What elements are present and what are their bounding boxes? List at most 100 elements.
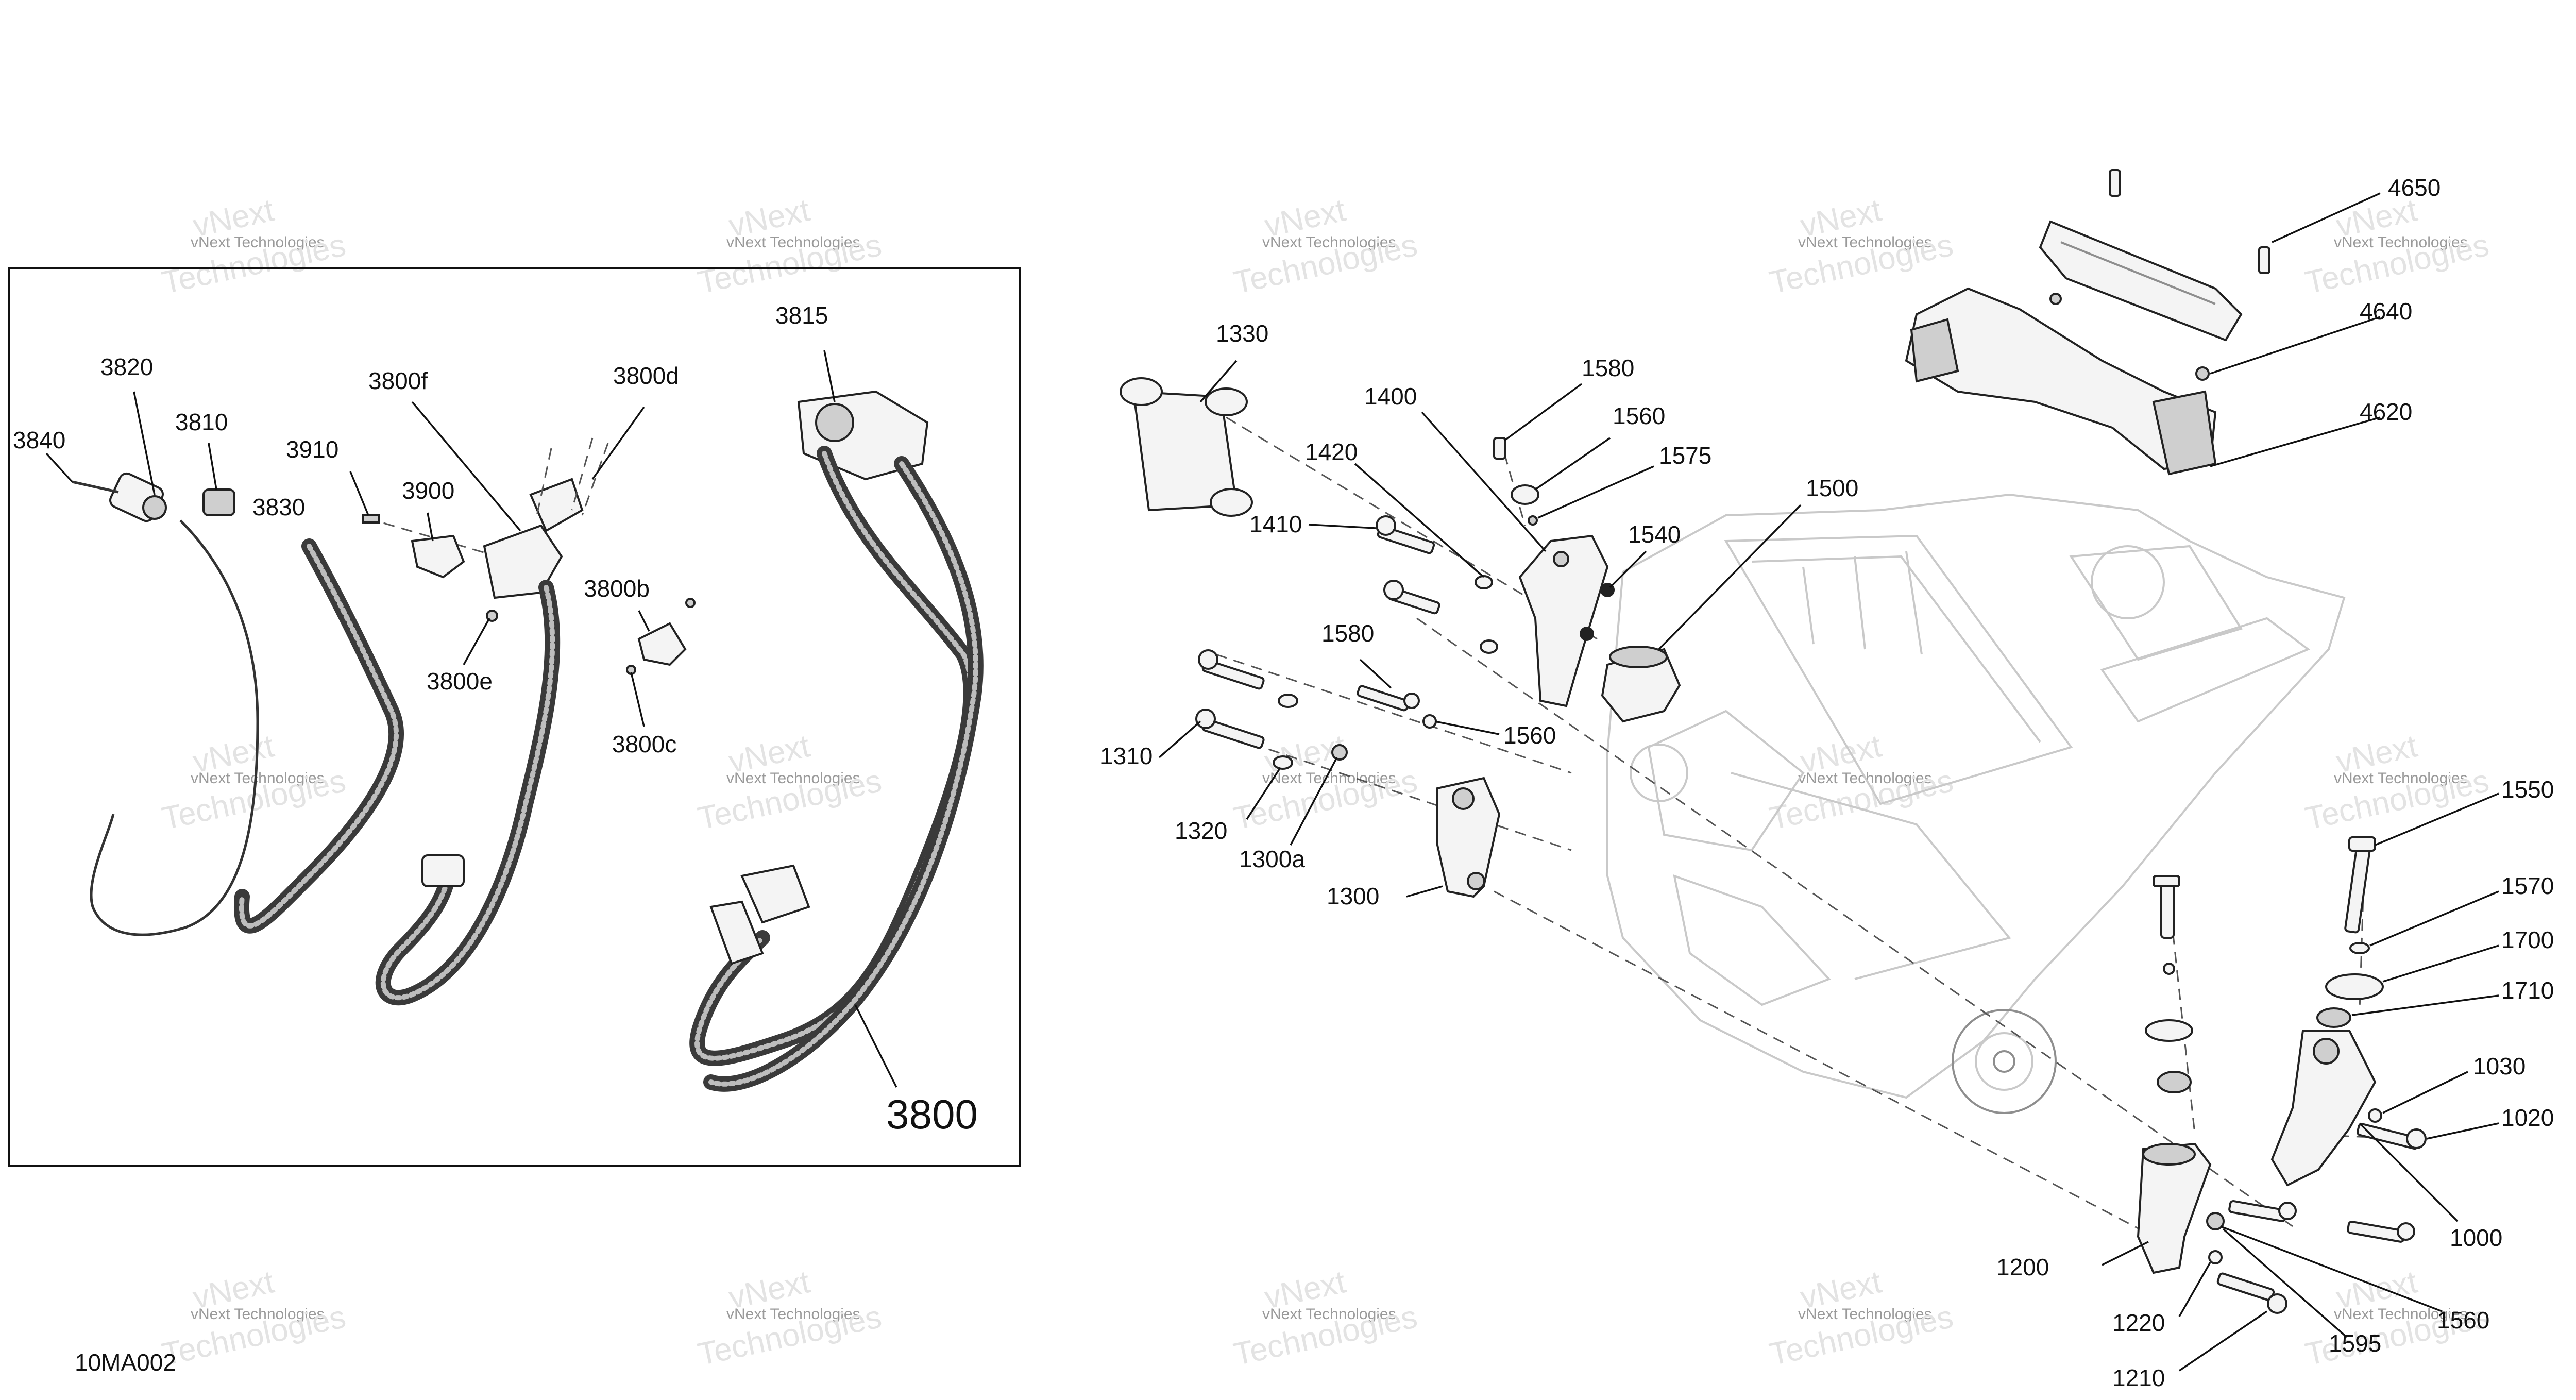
clutch-housing [1952, 1009, 2057, 1114]
callout-1200: 1200 [1996, 1254, 2049, 1280]
watermark-4: vNext vNext Technologies Technologies [1767, 192, 1956, 300]
leader-3800e [463, 618, 490, 665]
turbo-housing [2069, 545, 2243, 661]
callout-3815: 3815 [775, 302, 828, 329]
leader-1580a [1503, 383, 1583, 442]
callout-1540: 1540 [1628, 521, 1681, 548]
bolt-1580-top [1493, 437, 1506, 460]
callout-3800: 3800 [886, 1091, 978, 1137]
bracket-body [2137, 1142, 2212, 1274]
watermark-text: vNext Technologies [726, 1306, 860, 1323]
ecm-4620 [1905, 287, 2217, 476]
harness-plug [740, 864, 810, 924]
bolt-head [362, 514, 380, 524]
leader-1020 [2426, 1122, 2499, 1140]
bolt-1210 [2216, 1272, 2287, 1314]
watermark-6: vNext vNext Technologies Technologies [159, 728, 349, 836]
leader-3900 [427, 512, 434, 542]
sensor-tab [72, 480, 119, 494]
vertical-stack [2145, 875, 2193, 1093]
bolt-head [2267, 1293, 2287, 1314]
watermark-layer: vNext vNext Technologies Technologies vN… [159, 192, 2492, 1372]
connector-plug [421, 854, 465, 887]
cover-body [2039, 220, 2243, 342]
leader-1000 [2359, 1122, 2459, 1222]
connector-3810 [202, 488, 235, 516]
isolator-body [1601, 648, 1681, 723]
leader-3800c [630, 672, 645, 727]
leader-1500 [1658, 504, 1802, 650]
leader-1540 [1609, 550, 1647, 588]
clip-body [411, 534, 465, 579]
bracket-bushing [1467, 872, 1485, 890]
crankcase-front [1673, 874, 1831, 1006]
spacer-1300a [1331, 744, 1348, 761]
leader-1220 [2178, 1262, 2211, 1317]
leader-1200 [2102, 1241, 2149, 1266]
bracket-hole [1553, 551, 1569, 567]
leader-3810 [208, 443, 217, 490]
leader-3820 [133, 391, 156, 495]
callout-1500: 1500 [1806, 475, 1858, 501]
washer-1320 [1273, 755, 1293, 770]
axis-1310 [1215, 731, 1572, 851]
leader-1580b [1359, 659, 1392, 689]
watermark-text: vNext Technologies [726, 234, 860, 251]
watermark-13: vNext vNext Technologies Technologies [1231, 1264, 1420, 1372]
callout-1410: 1410 [1249, 511, 1302, 537]
nut-1540b [1580, 627, 1594, 641]
washer-1560-mid [1422, 714, 1437, 729]
leader-1320 [1246, 767, 1281, 820]
leader-1560c [2220, 1225, 2443, 1312]
harness-hose-b-ribs [708, 461, 978, 1087]
output-shaft [1993, 1050, 2015, 1073]
bolt-shank [2347, 1220, 2406, 1243]
leader-3815 [823, 350, 836, 402]
washer-1560-top [1511, 484, 1539, 505]
axis-1200 [1494, 890, 2164, 1243]
stack-bolt-head [2153, 875, 2180, 887]
leader-1570 [2369, 890, 2499, 947]
leader-1310 [1158, 720, 1201, 758]
washer-1570 [2349, 942, 2370, 954]
callout-1570: 1570 [2501, 872, 2554, 899]
stud-axis [571, 437, 594, 511]
leader-1550 [2375, 792, 2499, 846]
stack-bushing [2157, 1071, 2192, 1093]
leader-1210 [2179, 1310, 2267, 1372]
stack-washer [2163, 963, 2175, 975]
cover-4650 [2039, 169, 2270, 342]
hose-harness-mid [375, 580, 561, 1005]
leader-3840 [45, 452, 73, 483]
cylinder-block [1731, 772, 2011, 980]
hose-3830-ribs [239, 544, 399, 929]
watermark-text: vNext Technologies [1798, 1306, 1932, 1323]
callout-3820: 3820 [100, 353, 153, 380]
watermark-text: vNext Technologies [1262, 1306, 1396, 1323]
watermark-12: vNext vNext Technologies Technologies [695, 1264, 885, 1372]
damper-roll-top [1120, 377, 1163, 406]
bracket-bushing [2313, 1038, 2340, 1065]
ecm-connector [2152, 390, 2217, 476]
leader-4650 [2272, 192, 2381, 243]
clip-4640b [2049, 293, 2062, 305]
spacer-1575 [1528, 515, 1538, 526]
washer-1220 [2208, 1250, 2223, 1264]
bolt-lower-b [2347, 1220, 2415, 1243]
bolt-1310 [1195, 709, 1265, 749]
callout-1330: 1330 [1216, 320, 1268, 347]
bracket-top [2142, 1143, 2196, 1166]
isolator-top [1609, 646, 1668, 668]
callout-3830: 3830 [252, 494, 305, 520]
turbo-inlet [2091, 545, 2165, 619]
diagram-code: 10MA002 [75, 1349, 176, 1376]
bolt-head [2397, 1222, 2415, 1241]
callout-1400: 1400 [1364, 383, 1417, 410]
bolt-head [1376, 515, 1396, 536]
watermark-text: vNext Technologies [191, 234, 325, 251]
callout-1210: 1210 [2112, 1364, 2165, 1391]
harness-3800 [689, 390, 984, 1092]
bolt-head [2406, 1128, 2427, 1149]
leader-1330 [1199, 360, 1238, 403]
callout-1320: 1320 [1175, 817, 1227, 844]
